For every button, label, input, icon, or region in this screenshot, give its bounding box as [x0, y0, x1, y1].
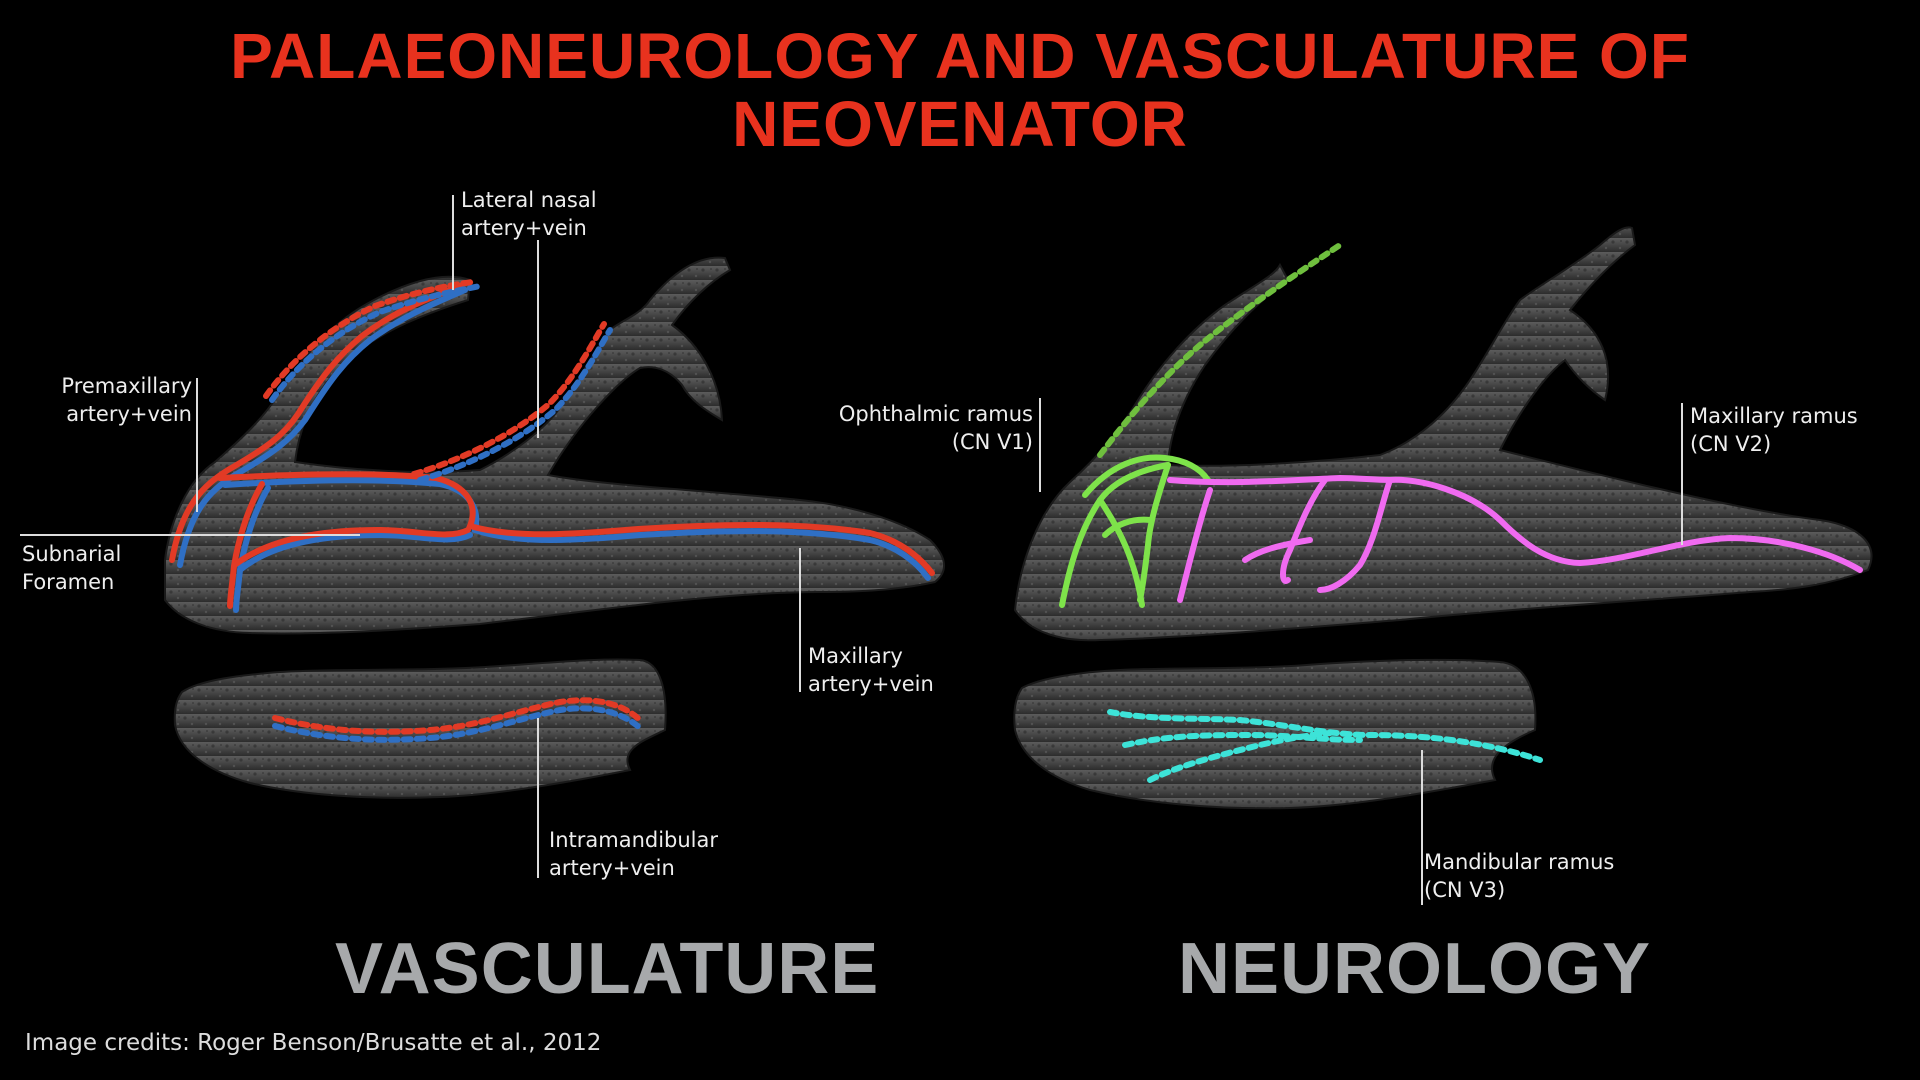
- mandibular-dotted-branch: [1147, 730, 1333, 783]
- image-credits: Image credits: Roger Benson/Brusatte et …: [25, 1030, 602, 1056]
- left-dorsal-process-vein: [417, 327, 613, 483]
- maxillary-artery-path: [217, 471, 935, 576]
- ophthalmic-branch-2: [1137, 462, 1171, 603]
- ophthalmic-dotted: [1097, 242, 1343, 458]
- lateral-nasal-dotted-red: [263, 279, 475, 399]
- vasculature-panel: [20, 195, 945, 878]
- intramandibular-artery-path: [272, 697, 643, 735]
- mandibular-dotted-lower: [1122, 731, 1363, 748]
- title-line-1: PALAEONEUROLOGY AND VASCULATURE OF: [230, 20, 1690, 92]
- mandibular-dotted-upper: [1107, 709, 1543, 763]
- maxillary-vein-path: [222, 477, 931, 581]
- maxillary-nerve-branch-1: [1177, 487, 1213, 603]
- lateral-nasal-dotted: [269, 283, 483, 403]
- left-dorsal-process-artery: [411, 321, 607, 477]
- loop-lower-artery: [233, 526, 471, 567]
- ophthalmic-branch-3: [1102, 516, 1153, 538]
- maxillary-nerve-branch-2: [1280, 477, 1328, 584]
- maxillary-nerve-branch-3: [1242, 537, 1313, 563]
- intramandibular-vein-path: [272, 705, 643, 743]
- label-premaxillary: Premaxillary artery+vein: [61, 374, 192, 426]
- label-subnarial: Subnarial Foramen: [22, 542, 122, 594]
- ophthalmic-top: [1082, 454, 1211, 498]
- label-intramandibular: Intramandibular artery+vein: [549, 828, 719, 880]
- maxillary-nerve-branch-4: [1317, 477, 1393, 593]
- title-line-2: NEOVENATOR: [732, 88, 1188, 160]
- neurology-panel: [1013, 226, 1873, 905]
- right-maxilla-bone: [1013, 226, 1873, 642]
- label-ophthalmic: Ophthalmic ramus (CN V1): [838, 402, 1033, 454]
- label-maxillary-ramus: Maxillary ramus (CN V2): [1690, 404, 1858, 456]
- label-maxillary: Maxillary artery+vein: [808, 644, 934, 696]
- neurology-heading: NEUROLOGY: [1178, 929, 1652, 1009]
- page-title: PALAEONEUROLOGY AND VASCULATURE OF NEOVE…: [0, 22, 1920, 158]
- premaxillary-vein-path: [177, 287, 468, 568]
- premaxillary-artery-path: [169, 283, 463, 563]
- label-lateral-nasal: Lateral nasal artery+vein: [461, 188, 597, 240]
- loop-lower-vein: [237, 531, 473, 573]
- label-mandibular: Mandibular ramus (CN V3): [1424, 850, 1615, 902]
- vasculature-heading: VASCULATURE: [335, 929, 880, 1009]
